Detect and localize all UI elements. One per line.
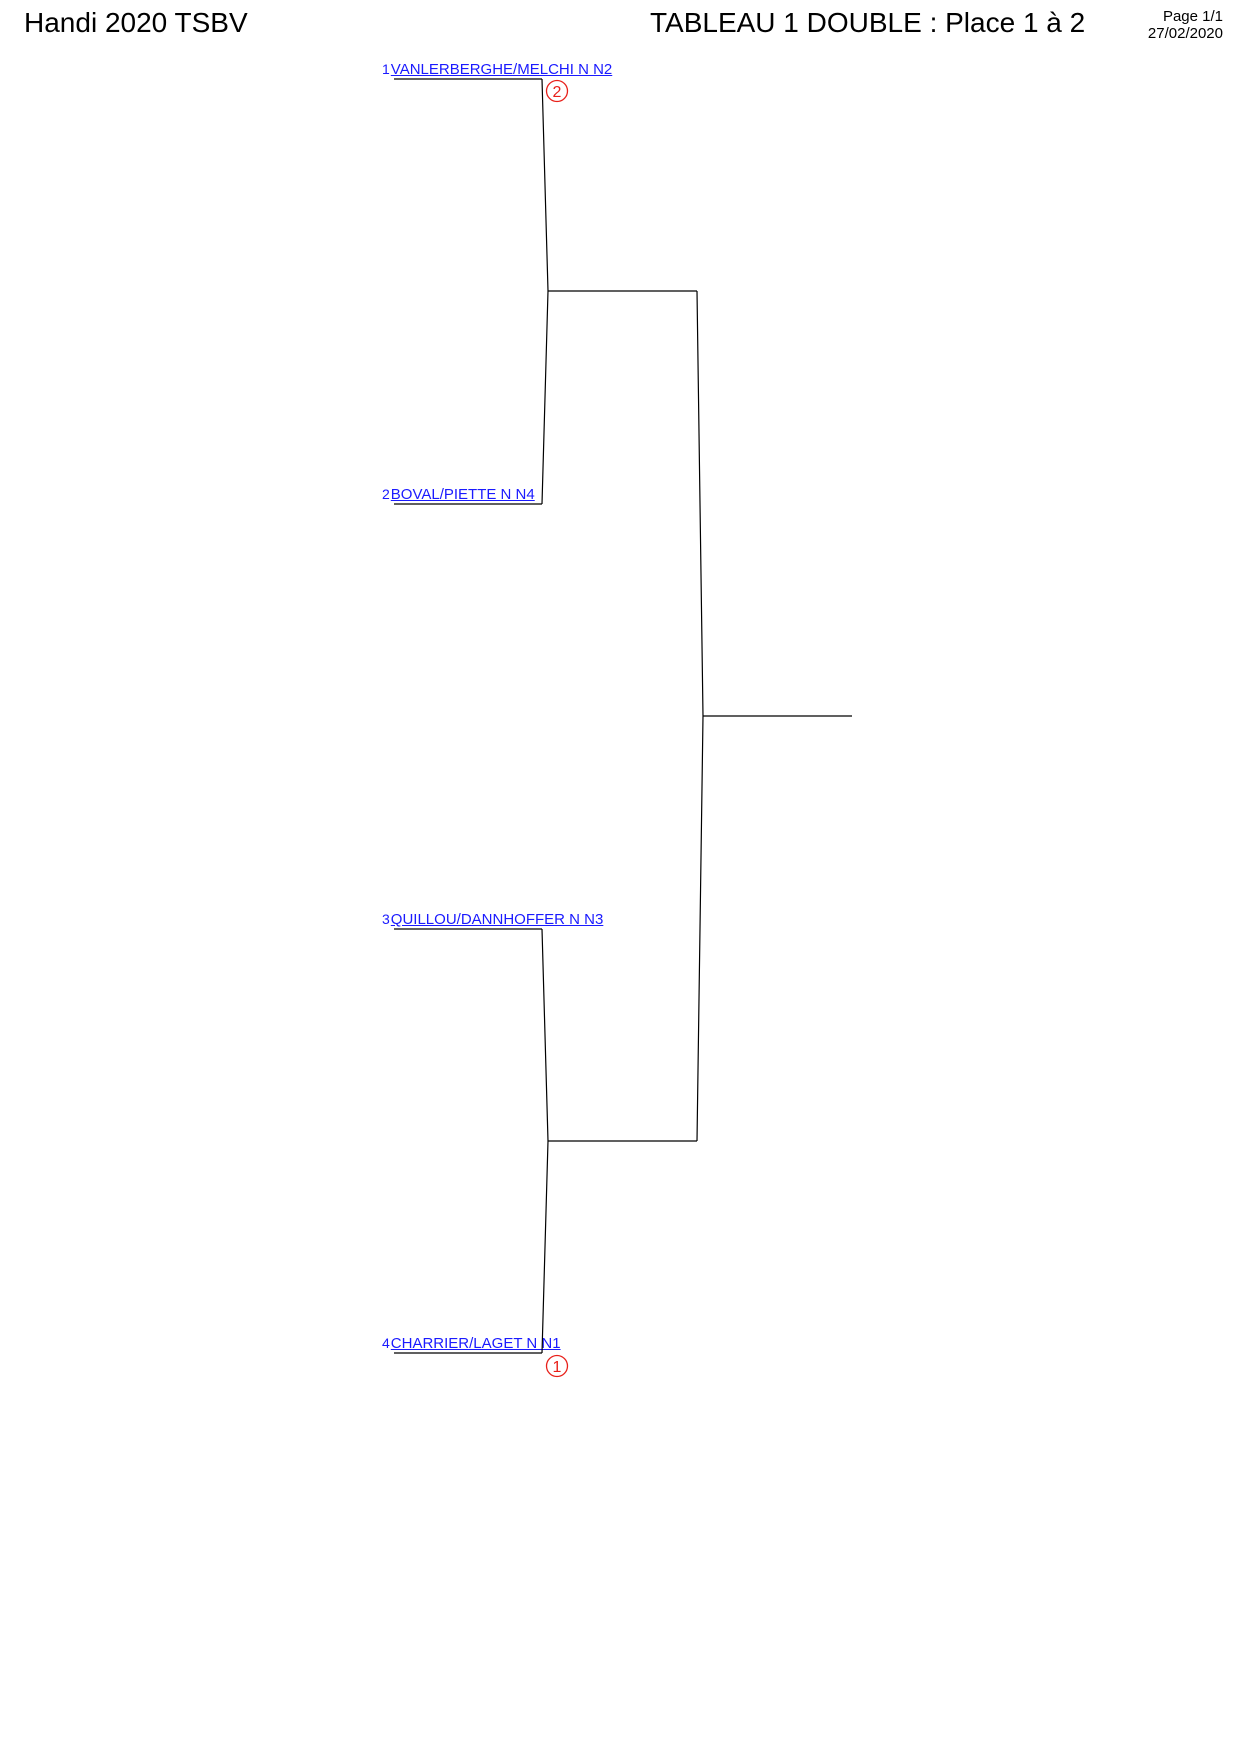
tournament-title: Handi 2020 TSBV bbox=[24, 7, 248, 38]
order-marker-number: 2 bbox=[553, 84, 562, 101]
draw-title: TABLEAU 1 DOUBLE : Place 1 à 2 bbox=[650, 7, 1086, 38]
draw-entry-3: 3QUILLOU/DANNHOFFER N N3 bbox=[382, 910, 603, 929]
team-link[interactable]: VANLERBERGHE/MELCHI N N2 bbox=[390, 61, 613, 78]
order-marker-4: 1 bbox=[545, 1354, 569, 1378]
order-marker-number: 1 bbox=[553, 1359, 562, 1376]
seed-number: 3 bbox=[382, 911, 390, 927]
seed-number: 1 bbox=[382, 61, 390, 77]
draw-entry-4: 4CHARRIER/LAGET N N1 bbox=[382, 1334, 561, 1353]
page-info: Page 1/1 27/02/2020 bbox=[1103, 8, 1223, 42]
draw-entry-1: 1VANLERBERGHE/MELCHI N N2 bbox=[382, 60, 612, 79]
team-link[interactable]: CHARRIER/LAGET N N1 bbox=[390, 1335, 561, 1352]
bracket-connector-final bbox=[696, 290, 704, 1142]
order-marker-1: 2 bbox=[545, 79, 569, 103]
team-link[interactable]: QUILLOU/DANNHOFFER N N3 bbox=[390, 911, 604, 928]
seed-number: 2 bbox=[382, 486, 390, 502]
team-link[interactable]: BOVAL/PIETTE N N4 bbox=[390, 486, 535, 503]
draw-entry-2: 2BOVAL/PIETTE N N4 bbox=[382, 485, 535, 504]
print-date: 27/02/2020 bbox=[1147, 25, 1223, 42]
seed-number: 4 bbox=[382, 1335, 390, 1351]
bracket-connector-top bbox=[541, 78, 549, 505]
bracket-connector-bottom bbox=[541, 928, 549, 1354]
page-number: Page 1/1 bbox=[1162, 8, 1223, 25]
